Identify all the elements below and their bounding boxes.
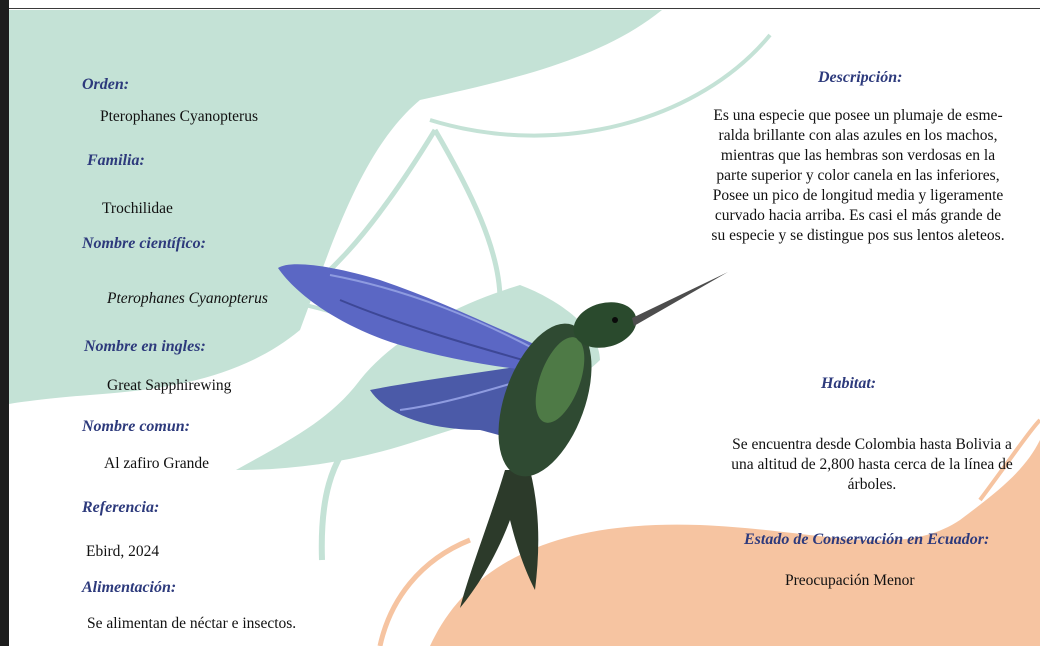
descripcion-line: Es una especie que posee un plumaje de e… <box>713 107 1003 124</box>
referencia-heading: Referencia: <box>82 499 160 516</box>
alimentacion-value: Se alimentan de néctar e insectos. <box>87 615 297 632</box>
conservacion-heading: Estado de Conservación en Ecuador: <box>744 531 990 548</box>
conservacion-value: Preocupación Menor <box>785 572 915 589</box>
nombre-ingles-value: Great Sapphirewing <box>107 377 232 394</box>
descripcion-text: Es una especie que posee un plumaje de e… <box>698 106 1018 246</box>
habitat-line: una altitud de 2,800 hasta cerca de la l… <box>731 456 1013 473</box>
descripcion-line: Posee un pico de longitud media y ligera… <box>712 187 1004 204</box>
nombre-comun-heading: Nombre comun: <box>82 418 190 435</box>
habitat-line: Se encuentra desde Colombia hasta Bolivi… <box>732 436 1012 453</box>
habitat-heading: Habitat: <box>821 375 877 392</box>
familia-value: Trochilidae <box>102 200 173 217</box>
nombre-cientifico-value: Pterophanes Cyanopterus <box>107 290 268 307</box>
orden-heading: Orden: <box>82 76 130 93</box>
descripcion-line: parte superior y color canela en las inf… <box>716 167 1000 184</box>
nombre-comun-value: Al zafiro Grande <box>104 455 210 472</box>
descripcion-line: curvado hacia arriba. Es casi el más gra… <box>714 207 1002 224</box>
habitat-text: Se encuentra desde Colombia hasta Bolivi… <box>712 435 1032 495</box>
habitat-line: árboles. <box>847 476 897 493</box>
nombre-ingles-heading: Nombre en ingles: <box>84 338 206 355</box>
peach-blob <box>430 440 1040 646</box>
mint-leaf <box>236 285 600 470</box>
descripcion-heading: Descripción: <box>818 69 903 86</box>
descripcion-line: ralda brillante con alas azules en los m… <box>718 127 998 144</box>
wing <box>278 264 560 372</box>
nombre-cientifico-heading: Nombre científico: <box>82 235 206 252</box>
hummingbird-illustration <box>278 264 728 608</box>
referencia-value: Ebird, 2024 <box>86 543 160 560</box>
orden-value: Pterophanes Cyanopterus <box>100 108 258 125</box>
descripcion-line: su especie y se distingue pos sus lentos… <box>711 227 1005 244</box>
mint-blob <box>9 10 662 404</box>
familia-heading: Familia: <box>87 152 145 169</box>
alimentacion-heading: Alimentación: <box>82 579 177 596</box>
descripcion-line: mientras que las hembras son verdosas en… <box>720 147 996 164</box>
